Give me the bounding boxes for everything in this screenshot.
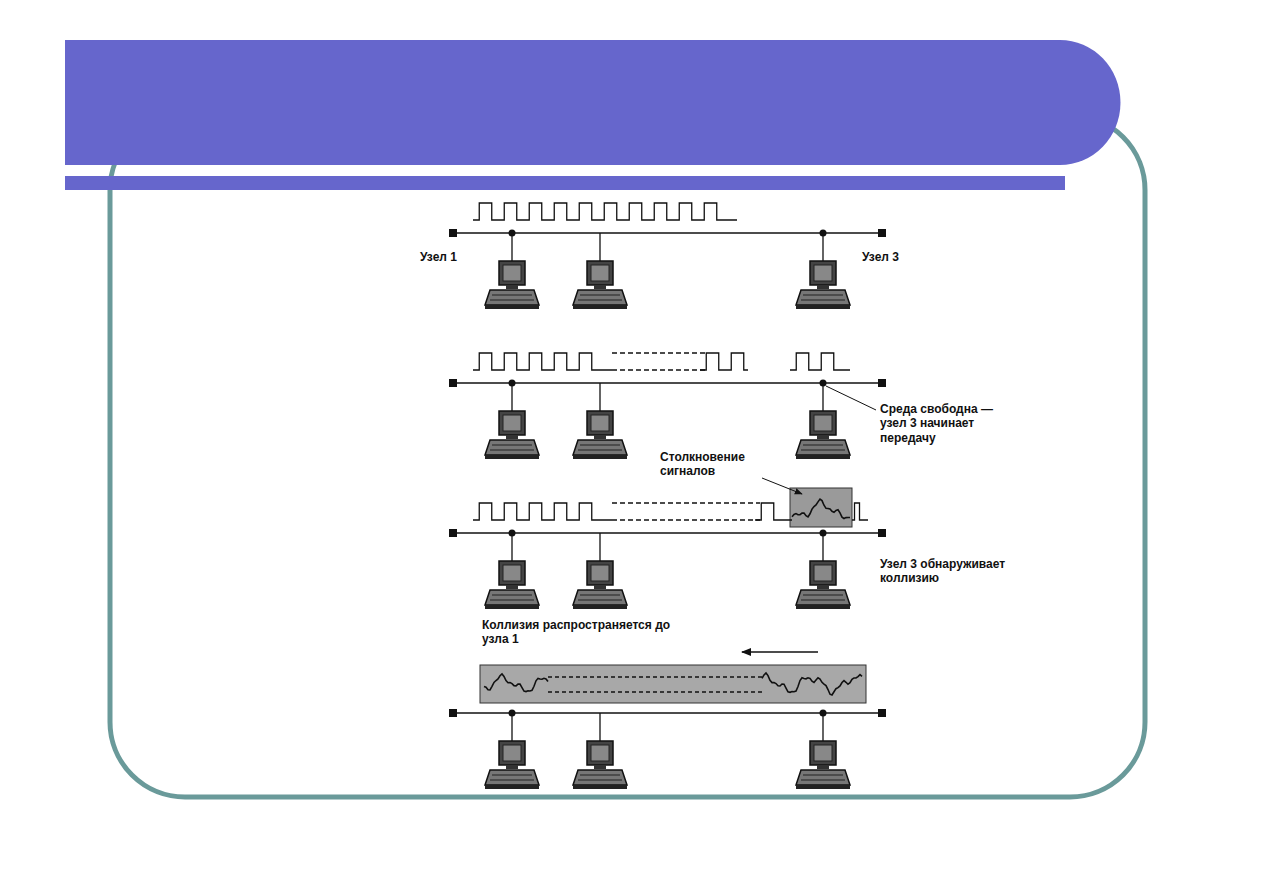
bus-drawing [449,203,886,789]
drop-cable [599,533,600,561]
header-bar [65,40,1120,165]
bus-cable [453,382,882,384]
signal-wave [473,203,737,220]
drop-cable [822,233,823,261]
computer [796,411,850,459]
signal-wave [755,503,792,520]
signal-wave [473,503,612,520]
drop-cable [822,533,823,561]
leader-line [826,386,876,410]
collision-signal [484,674,548,692]
signal-wave [700,353,748,370]
computer [796,741,850,789]
computer [485,411,539,459]
computer [796,261,850,309]
collision-area [790,488,852,527]
collision-signal [762,673,862,695]
terminator [449,529,457,537]
drop-cable [599,383,600,411]
bus-cable [453,232,882,234]
collision-signal [792,499,850,518]
slide-frame [110,115,1145,797]
node-label: Узел 3 [862,250,922,264]
drop-cable [822,383,823,411]
terminator [878,709,886,717]
computer [573,741,627,789]
drop-cable [599,713,600,741]
header-strip [65,176,1065,190]
computer [485,561,539,609]
terminator [878,229,886,237]
computer [485,261,539,309]
computer [573,261,627,309]
bus-cable [453,712,882,714]
computer [796,561,850,609]
terminator [449,709,457,717]
terminator [449,379,457,387]
signal-wave [852,503,868,520]
callout-note: Узел 3 обнаруживает коллизию [880,557,1045,586]
propagation-arrow [742,651,818,652]
signal-gap [612,353,705,370]
callout-note: Коллизия распространяется до узла 1 [482,618,682,647]
drop-cable [599,233,600,261]
signal-gap [548,677,762,692]
terminator [449,229,457,237]
collision-band [480,665,866,703]
signal-wave [790,353,850,370]
drop-cable [511,383,512,411]
callout-note: Среда свободна — узел 3 начинает передач… [880,402,1020,445]
computer [573,411,627,459]
signal-wave [473,353,612,370]
bus-cable [453,532,882,534]
callout-note: Столкновение сигналов [660,450,760,479]
leader-line [762,478,802,494]
drop-cable [511,533,512,561]
signal-gap [612,503,760,520]
drop-cable [511,713,512,741]
node-label: Узел 1 [420,250,480,264]
computer [485,741,539,789]
drop-cable [511,233,512,261]
terminator [878,529,886,537]
drop-cable [822,713,823,741]
terminator [878,379,886,387]
computer [573,561,627,609]
